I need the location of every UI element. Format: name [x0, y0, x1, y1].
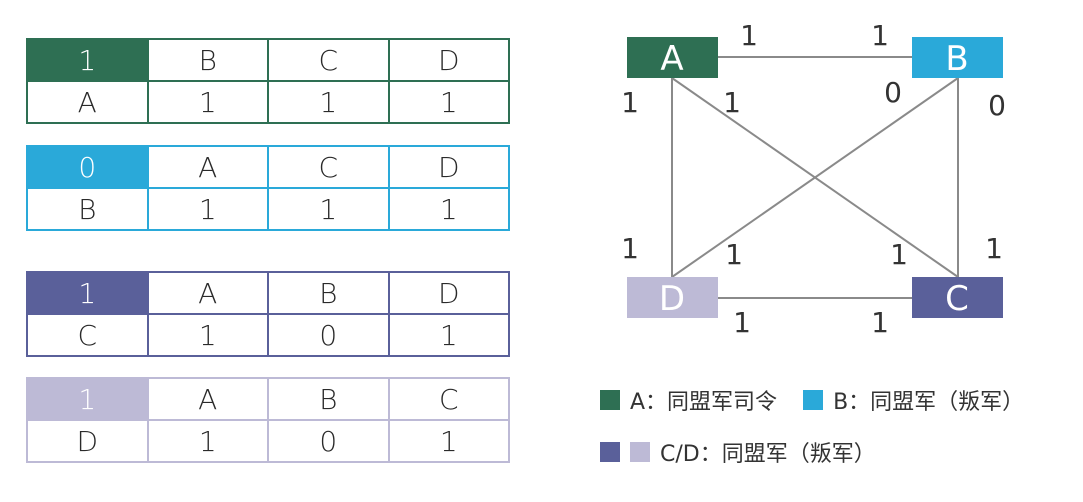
node-d: [627, 277, 718, 318]
node-b: [912, 37, 1003, 78]
edge-label-dc-d: 1: [733, 306, 751, 339]
table-a-row-2: 1: [267, 80, 390, 124]
table-d-head-3: C: [387, 377, 510, 421]
node-a-label: A: [660, 39, 683, 79]
edge-label-d-diag: 1: [725, 238, 743, 271]
table-b-row-2: 1: [267, 187, 390, 231]
table-b-row-1: 1: [146, 187, 269, 231]
table-a-head-0: 1: [26, 38, 149, 82]
table-d-row-3: 1: [387, 419, 510, 463]
table-a-head-3: D: [387, 38, 510, 82]
table-c: 1 A B D C 1 0 1: [26, 271, 510, 357]
legend-row-2: C/D：同盟军（叛军）: [600, 436, 902, 468]
legend-swatch-c: [600, 442, 620, 462]
table-c-row-2: 0: [267, 313, 390, 357]
edge-label-b-down: 0: [988, 89, 1006, 122]
table-b-head-3: D: [387, 145, 510, 189]
edge-label-dc-c: 1: [871, 306, 889, 339]
node-d-label: D: [659, 279, 685, 319]
edge-label-d-up: 1: [621, 232, 639, 265]
table-c-head-1: A: [146, 271, 269, 315]
table-c-head-2: B: [267, 271, 390, 315]
edge-label-a-diag: 1: [723, 86, 741, 119]
table-d-head-2: B: [267, 377, 390, 421]
table-a-row-0: A: [26, 80, 149, 124]
table-b-row-3: 1: [387, 187, 510, 231]
node-b-label: B: [945, 39, 968, 79]
table-d-head-0: 1: [26, 377, 149, 421]
legend-swatch-d: [630, 442, 650, 462]
edge-label-a-down: 1: [621, 86, 639, 119]
table-b-row-0: B: [26, 187, 149, 231]
table-b-head-0: 0: [26, 145, 149, 189]
table-b-head-1: A: [146, 145, 269, 189]
legend-text-b: B：同盟军（叛军）: [833, 390, 1025, 415]
legend-swatch-a: [600, 390, 620, 410]
legend-swatch-b: [803, 390, 824, 410]
node-a: [627, 37, 718, 78]
table-c-head-0: 1: [26, 271, 149, 315]
edge-label-ab-b: 1: [871, 19, 889, 52]
table-c-row-3: 1: [387, 313, 510, 357]
legend-row-1: A：同盟军司令 B：同盟军（叛军）: [600, 384, 1050, 416]
table-c-row-1: 1: [146, 313, 269, 357]
legend-text-a: A：同盟军司令: [630, 390, 778, 415]
edge-label-ab-a: 1: [740, 19, 758, 52]
table-d-row-1: 1: [146, 419, 269, 463]
edge-label-c-up: 1: [985, 232, 1003, 265]
table-d: 1 A B C D 1 0 1: [26, 377, 510, 463]
table-c-row-0: C: [26, 313, 149, 357]
edge-label-b-diag: 0: [884, 76, 902, 109]
node-c: [912, 277, 1003, 318]
table-a-row-1: 1: [146, 80, 269, 124]
table-b-head-2: C: [267, 145, 390, 189]
table-a: 1 B C D A 1 1 1: [26, 38, 510, 124]
node-c-label: C: [945, 279, 969, 319]
table-c-head-3: D: [387, 271, 510, 315]
table-b: 0 A C D B 1 1 1: [26, 145, 510, 231]
table-a-head-2: C: [267, 38, 390, 82]
table-d-row-2: 0: [267, 419, 390, 463]
table-a-row-3: 1: [387, 80, 510, 124]
table-a-head-1: B: [146, 38, 269, 82]
table-d-head-1: A: [146, 377, 269, 421]
legend-text-cd: C/D：同盟军（叛军）: [660, 442, 876, 467]
edge-b-d: [671, 77, 959, 278]
edge-label-c-diag: 1: [890, 238, 908, 271]
table-d-row-0: D: [26, 419, 149, 463]
